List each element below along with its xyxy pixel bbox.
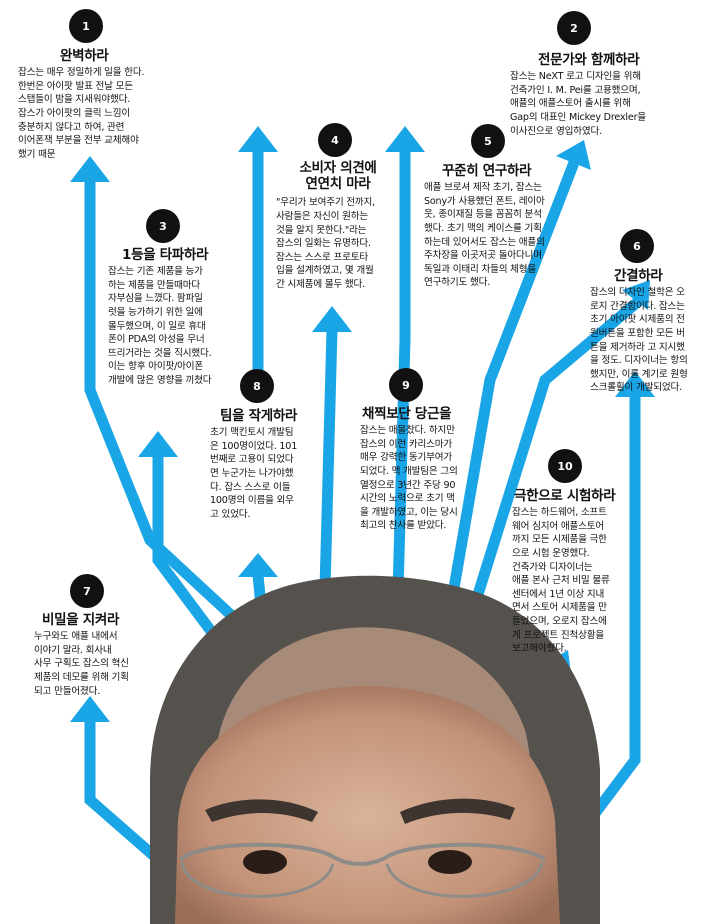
badge-6: 6 (620, 229, 654, 263)
tip-9-body: 잡스는 매몰찼다. 하지만 잡스의 이런 카리스마가 매우 강력한 동기부여가 … (360, 425, 458, 532)
badge-5: 5 (471, 124, 505, 158)
arrowhead-4 (238, 126, 278, 152)
arrowhead-main (312, 306, 352, 332)
tip-10-title: 극한으로 시험하라 (514, 488, 616, 504)
tip-2: 전문가와 함께하라 잡스는 NeXT 로고 디자인을 위해 건축가인 I. M.… (510, 52, 710, 138)
tip-3-body: 잡스는 기존 제품을 능가 하는 제품을 만들때마다 자부심을 느꼈다. 팜파일… (108, 266, 212, 387)
badge-10: 10 (548, 449, 582, 483)
arrowhead-right (615, 371, 655, 397)
tip-6-body: 잡스의 디자인 철학은 오 로지 간결함이다. 잡스는 초기 아이팟 시제품의 … (590, 287, 688, 394)
tip-9-title: 채찍보단 당근을 (362, 406, 452, 422)
tip-4-body: "우리가 보여주기 전까지, 사람들은 자신이 원하는 것을 알지 못한다."라… (276, 197, 376, 291)
tip-6: 간결하라 잡스의 디자인 철학은 오 로지 간결함이다. 잡스는 초기 아이팟 … (590, 268, 715, 395)
glasses (178, 842, 547, 866)
tip-7: 비밀을 지켜라 누구와도 애플 내에서 이야기 말라. 회사내 사무 구획도 잡… (34, 612, 169, 698)
tip-5-body: 애플 브로셔 제작 초기, 잡스는 Sony가 사용했던 폰트, 레이아 웃, … (424, 182, 545, 289)
tip-7-body: 누구와도 애플 내에서 이야기 말라. 회사내 사무 구획도 잡스의 혁신 제품… (34, 631, 129, 697)
tip-7-title: 비밀을 지켜라 (42, 612, 120, 628)
arrow-path-7 (84, 720, 174, 875)
eye-right (428, 850, 472, 874)
arrow-path-1 (84, 180, 262, 645)
arrowhead-1 (70, 156, 110, 182)
tip-2-title: 전문가와 함께하라 (538, 52, 640, 68)
glasses-lens-left (180, 861, 335, 898)
tip-4-title: 소비자 의견에 연연치 마라 (299, 160, 377, 193)
badge-3: 3 (146, 209, 180, 243)
eyebrow-right (400, 798, 515, 824)
arrowhead-3 (138, 431, 178, 457)
arrowhead-6 (622, 280, 650, 310)
tip-6-title: 간결하라 (614, 268, 663, 284)
glasses-lens-right (385, 861, 544, 898)
tip-10-body: 잡스는 하드웨어, 소프트 웨어 심지어 애플스토어 까지 모든 시제품을 극한… (512, 507, 610, 655)
arrowhead-8 (238, 553, 278, 577)
tip-4: 소비자 의견에 연연치 마라 "우리가 보여주기 전까지, 사람들은 자신이 원… (276, 160, 400, 292)
arrowhead-5 (556, 140, 591, 170)
arrow-path-5 (439, 158, 581, 641)
tip-1: 완벽하라 잡스는 매우 정밀하게 일을 한다. 한번은 아이팟 발표 전날 모든… (18, 48, 178, 161)
badge-2: 2 (557, 11, 591, 45)
badge-4: 4 (318, 123, 352, 157)
tip-5: 꾸준히 연구하라 애플 브로셔 제작 초기, 잡스는 Sony가 사용했던 폰트… (424, 163, 574, 290)
tip-3-title: 1등을 타파하라 (122, 247, 209, 263)
arrowhead-9 (385, 126, 425, 152)
eyebrow-left (205, 799, 318, 822)
tip-1-body: 잡스는 매우 정밀하게 일을 한다. 한번은 아이팟 발표 전날 모든 스탭들이… (18, 67, 145, 160)
badge-9: 9 (389, 368, 423, 402)
badge-7: 7 (70, 574, 104, 608)
arrowhead-7 (70, 696, 110, 722)
arrow-path-6 (464, 295, 644, 622)
badge-1: 1 (69, 9, 103, 43)
tip-2-body: 잡스는 NeXT 로고 디자인을 위해 건축가인 I. M. Pei를 고용했으… (510, 71, 646, 137)
tip-10: 극한으로 시험하라 잡스는 하드웨어, 소프트 웨어 심지어 애플스토어 까지 … (512, 488, 642, 656)
tip-8-title: 팀을 작게하라 (220, 408, 298, 424)
tip-8-body: 초기 맥킨토시 개발팀 은 100명이었다. 101 번째로 고용이 되었다 면… (210, 427, 298, 520)
tip-3: 1등을 타파하라 잡스는 기존 제품을 능가 하는 제품을 만들때마다 자부심을… (108, 247, 240, 388)
tip-8: 팀을 작게하라 초기 맥킨토시 개발팀 은 100명이었다. 101 번째로 고… (210, 408, 315, 521)
badge-8: 8 (240, 369, 274, 403)
tip-1-title: 완벽하라 (60, 48, 109, 64)
eye-left (243, 850, 287, 874)
arrow-heads (70, 126, 655, 722)
tip-9: 채찍보단 당근을 잡스는 매몰찼다. 하지만 잡스의 이런 카리스마가 매우 강… (360, 406, 490, 533)
tip-5-title: 꾸준히 연구하라 (442, 163, 532, 179)
